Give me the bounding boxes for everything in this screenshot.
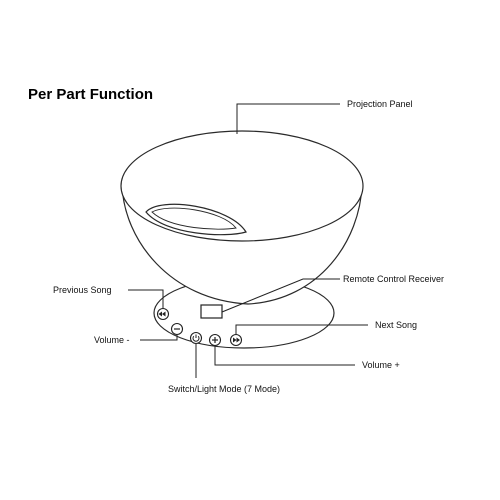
label-remote-receiver: Remote Control Receiver [343, 274, 444, 284]
label-projection-panel: Projection Panel [347, 99, 413, 109]
projection-panel [120, 130, 364, 242]
leader-remote-receiver [221, 278, 340, 313]
volume-minus-button[interactable] [170, 322, 184, 336]
power-button[interactable] [189, 331, 203, 345]
leader-previous-song [128, 289, 164, 308]
leader-next-song [235, 324, 368, 334]
previous-song-button[interactable] [156, 307, 170, 321]
label-next-song: Next Song [375, 320, 417, 330]
handle-cutout [145, 203, 247, 236]
power-icon [192, 334, 200, 342]
remote-receiver-window [200, 304, 223, 319]
label-volume-plus: Volume + [362, 360, 400, 370]
previous-icon [158, 311, 166, 317]
leader-projection-panel [236, 103, 340, 134]
plus-icon [212, 337, 218, 343]
label-volume-minus: Volume - [94, 335, 130, 345]
leader-volume-plus [214, 346, 355, 366]
next-icon [233, 337, 240, 343]
next-song-button[interactable] [229, 333, 243, 347]
volume-plus-button[interactable] [208, 333, 222, 347]
device-bowl [120, 130, 364, 305]
label-previous-song: Previous Song [53, 285, 112, 295]
leader-volume-minus [140, 335, 178, 341]
label-switch-light: Switch/Light Mode (7 Mode) [168, 384, 280, 394]
diagram-title: Per Part Function [28, 86, 153, 103]
